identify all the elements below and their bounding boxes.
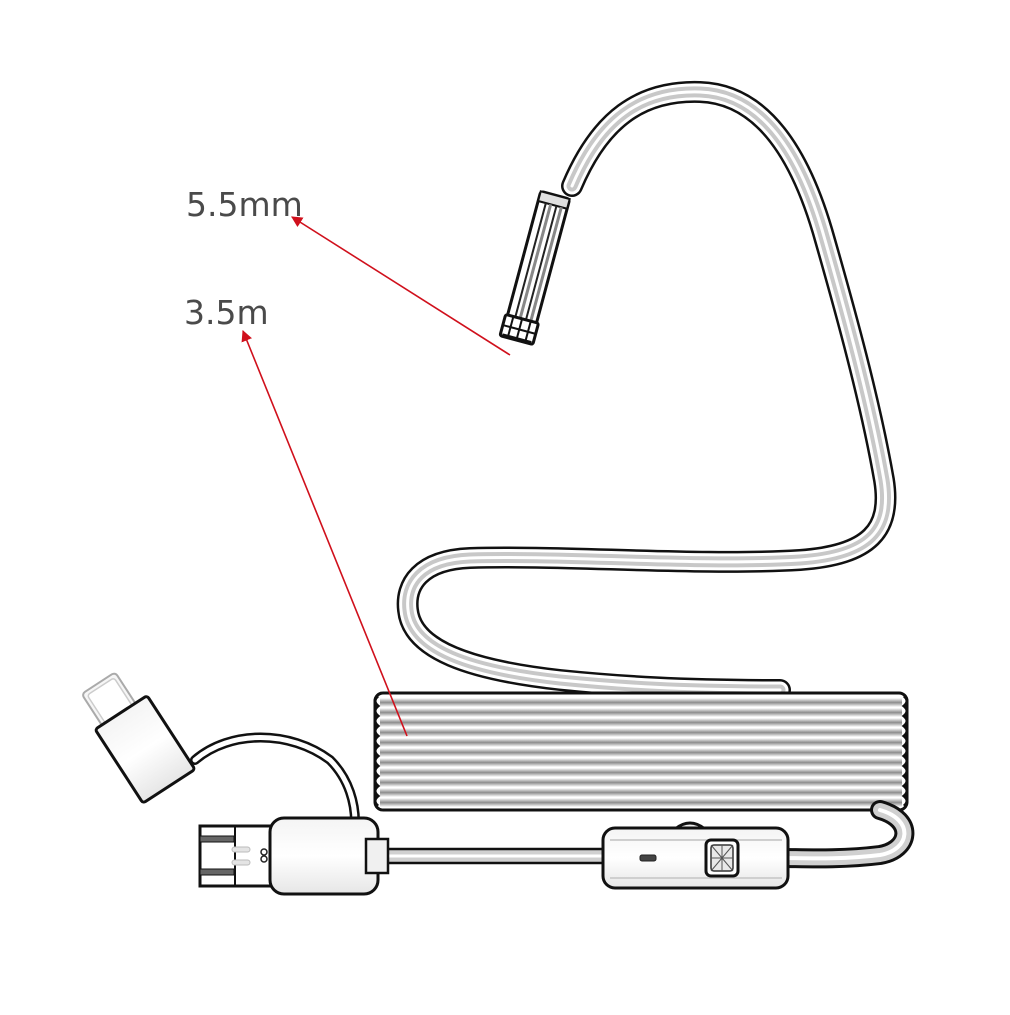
micro-usb-port-icon [639,854,657,862]
usb-a-plug-body [268,816,390,896]
led-lens-icon [501,333,532,345]
annotation-arrow-length [241,329,408,737]
cable-length-label: 3.5m [184,293,269,332]
micro-usb-plug [198,824,274,888]
cable-coil-to-controller [775,800,915,869]
led-brightness-wheel-icon [704,838,740,878]
coiled-cable [373,691,909,812]
inline-controller [601,821,790,890]
annotation-arrow-diameter [291,216,511,356]
usb-plug [198,816,390,896]
camera-probe [498,190,571,346]
cable [396,80,897,701]
usb-c-adapter [82,672,196,804]
usb-symbol-icon [260,848,268,863]
diameter-label: 5.5mm [186,185,303,224]
usb-c-tether [190,732,360,827]
cable-controller-to-usb [383,847,607,865]
